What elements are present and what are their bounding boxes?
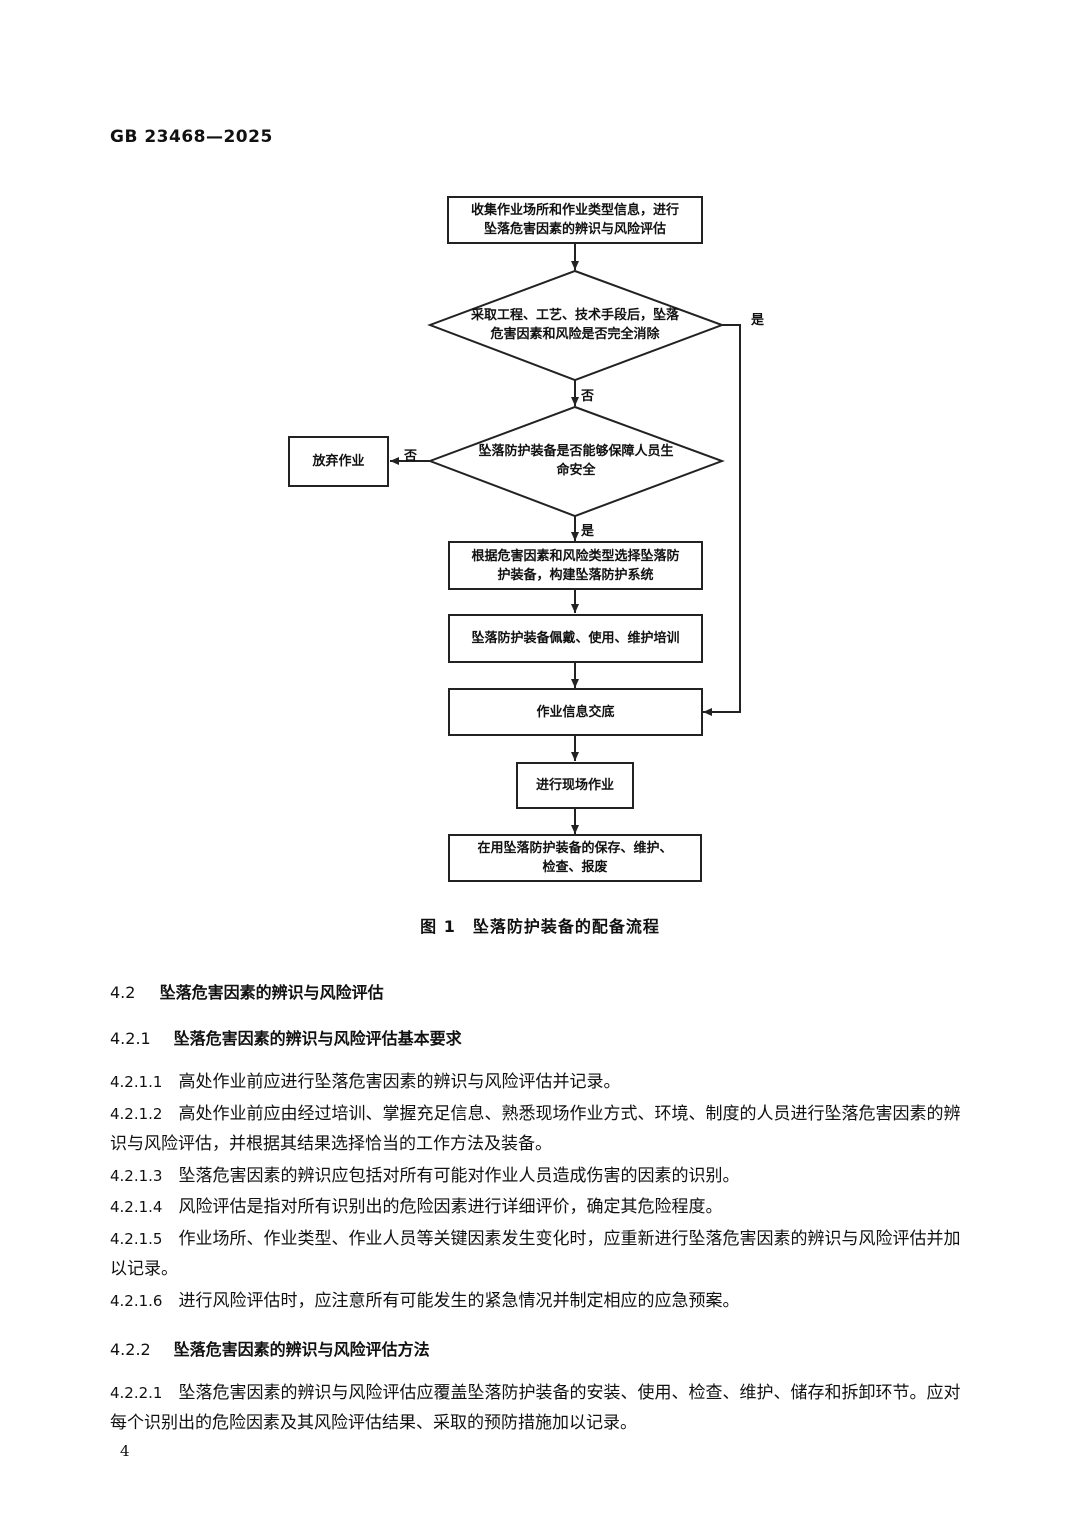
paragraph-number: 4.2.1.5 — [110, 1230, 163, 1248]
node-briefing: 作业信息交底 — [448, 688, 703, 736]
node-onsite: 进行现场作业 — [516, 762, 634, 809]
paragraph-number: 4.2.1.4 — [110, 1198, 163, 1216]
node-maintenance: 在用坠落防护装备的保存、维护、检查、报废 — [448, 834, 702, 882]
node-select: 根据危害因素和风险类型选择坠落防护装备，构建坠落防护系统 — [448, 541, 703, 590]
section-title: 坠落危害因素的辨识与风险评估基本要求 — [173, 1029, 462, 1048]
node-abandon: 放弃作业 — [288, 436, 389, 487]
standard-code: GB 23468—2025 — [110, 127, 273, 147]
node-training: 坠落防护装备佩戴、使用、维护培训 — [448, 614, 703, 663]
section-number: 4.2 — [110, 983, 136, 1002]
paragraph-text: 风险评估是指对所有识别出的危险因素进行详细评价，确定其危险程度。 — [178, 1197, 723, 1217]
section-number: 4.2.1 — [110, 1029, 151, 1048]
paragraph-number: 4.2.2.1 — [110, 1384, 163, 1402]
node-decision-protect: 坠落防护装备是否能够保障人员生命安全 — [478, 444, 674, 478]
paragraph-4-2-1-6: 4.2.1.6 进行风险评估时，应注意所有可能发生的紧急情况并制定相应的应急预案。 — [110, 1286, 970, 1316]
figure-caption: 图 1 坠落防护装备的配备流程 — [420, 917, 660, 936]
page-number: 4 — [120, 1442, 130, 1460]
paragraph-text: 作业场所、作业类型、作业人员等关键因素发生变化时，应重新进行坠落危害因素的辨识与… — [110, 1229, 961, 1279]
section-heading-4-2-2: 4.2.2 坠落危害因素的辨识与风险评估方法 — [110, 1336, 430, 1360]
arrow-yes-bypass — [703, 324, 741, 716]
section-title: 坠落危害因素的辨识与风险评估 — [159, 983, 384, 1002]
label-yes-2: 是 — [581, 524, 595, 539]
node-collect: 收集作业场所和作业类型信息，进行坠落危害因素的辨识与风险评估 — [447, 196, 703, 244]
paragraph-number: 4.2.1.6 — [110, 1292, 163, 1310]
paragraph-text: 高处作业前应由经过培训、掌握充足信息、熟悉现场作业方式、环境、制度的人员进行坠落… — [110, 1104, 961, 1154]
label-yes-right: 是 — [751, 313, 765, 328]
section-heading-4-2: 4.2 坠落危害因素的辨识与风险评估 — [110, 979, 384, 1003]
paragraph-4-2-1-1: 4.2.1.1 高处作业前应进行坠落危害因素的辨识与风险评估并记录。 — [110, 1067, 970, 1097]
section-heading-4-2-1: 4.2.1 坠落危害因素的辨识与风险评估基本要求 — [110, 1025, 462, 1049]
paragraph-number: 4.2.1.1 — [110, 1073, 163, 1091]
node-decision-eliminate: 采取工程、工艺、技术手段后，坠落危害因素和风险是否完全消除 — [470, 308, 679, 342]
section-number: 4.2.2 — [110, 1340, 151, 1359]
paragraph-text: 高处作业前应进行坠落危害因素的辨识与风险评估并记录。 — [178, 1072, 621, 1092]
label-no-left: 否 — [404, 449, 418, 464]
paragraph-text: 坠落危害因素的辨识应包括对所有可能对作业人员造成伤害的因素的识别。 — [178, 1166, 740, 1186]
paragraph-text: 坠落危害因素的辨识与风险评估应覆盖坠落防护装备的安装、使用、检查、维护、储存和拆… — [110, 1383, 961, 1433]
flowchart-connectors — [390, 244, 741, 834]
section-title: 坠落危害因素的辨识与风险评估方法 — [173, 1340, 430, 1359]
paragraph-4-2-1-3: 4.2.1.3 坠落危害因素的辨识应包括对所有可能对作业人员造成伤害的因素的识别。 — [110, 1161, 970, 1191]
paragraph-text: 进行风险评估时，应注意所有可能发生的紧急情况并制定相应的应急预案。 — [178, 1291, 740, 1311]
flowchart: 收集作业场所和作业类型信息，进行坠落危害因素的辨识与风险评估 采取工程、工艺、技… — [288, 196, 765, 882]
paragraph-number: 4.2.1.3 — [110, 1167, 163, 1185]
label-no-1: 否 — [581, 389, 595, 404]
paragraph-4-2-1-4: 4.2.1.4 风险评估是指对所有识别出的危险因素进行详细评价，确定其危险程度。 — [110, 1192, 970, 1222]
paragraph-number: 4.2.1.2 — [110, 1105, 163, 1123]
